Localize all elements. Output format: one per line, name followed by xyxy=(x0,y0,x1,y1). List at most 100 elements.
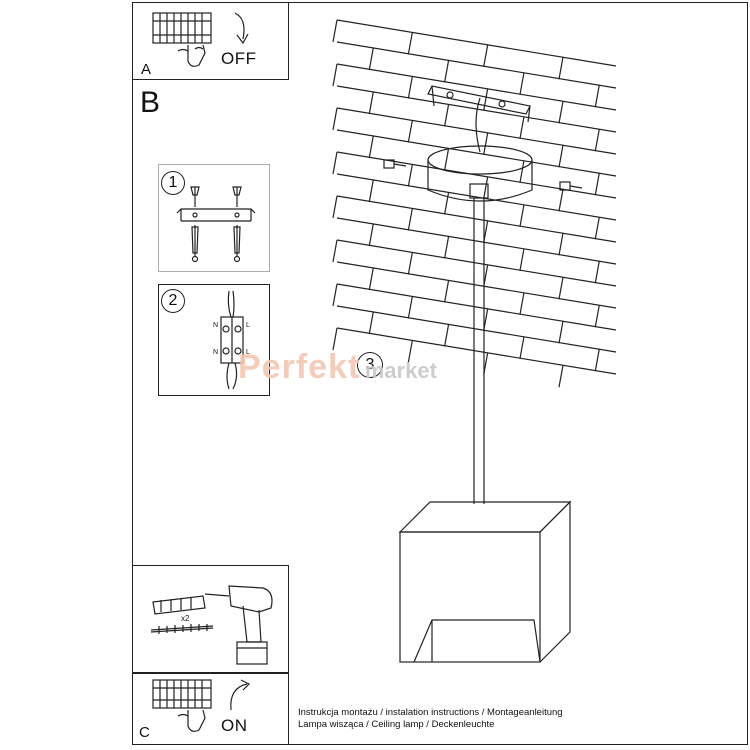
live-terminal-label-2: L xyxy=(246,349,250,356)
brick-course-line xyxy=(336,173,617,221)
tools-panel: x2 xyxy=(132,565,289,673)
brick-joint-line xyxy=(444,280,450,303)
brick-joint-line xyxy=(558,145,564,168)
panel-a-letter: A xyxy=(141,61,152,78)
brick-course-line xyxy=(336,217,617,265)
brick-course-line xyxy=(336,129,617,177)
brick-course-line xyxy=(336,19,617,67)
brick-course-line xyxy=(336,261,617,309)
brick-joint-line xyxy=(594,85,600,108)
brick-joint-line xyxy=(519,116,525,139)
brick-joint-line xyxy=(407,208,413,231)
brick-joint-line xyxy=(407,164,413,187)
brick-joint-line xyxy=(332,283,338,307)
brick-joint-line xyxy=(594,305,600,328)
power-off-label: OFF xyxy=(221,49,257,68)
brick-joint-line xyxy=(444,60,450,83)
quantity-label: x2 xyxy=(181,614,190,623)
instruction-caption: Instrukcja montażu / instalation instruc… xyxy=(298,707,563,731)
brick-joint-line xyxy=(444,192,450,215)
watermark: Perfekt market xyxy=(238,348,437,387)
step-1-badge: 1 xyxy=(161,171,185,195)
brick-joint-line xyxy=(483,44,489,67)
brick-joint-line xyxy=(558,321,564,344)
brick-joint-line xyxy=(519,72,525,95)
brick-joint-line xyxy=(332,19,338,43)
brick-course-line xyxy=(336,327,617,375)
power-on-label: ON xyxy=(221,716,248,735)
step-2-panel: 2 N L N L xyxy=(158,284,270,396)
watermark-suffix: market xyxy=(364,358,437,383)
caption-line-2: Lampa wisząca / Ceiling lamp / Deckenleu… xyxy=(298,719,495,730)
brick-course-line xyxy=(336,151,617,199)
breaker-panel-icon-on xyxy=(152,679,212,732)
dowels-and-screws-icon xyxy=(150,595,214,634)
brick-joint-line xyxy=(594,349,600,372)
brick-course-line xyxy=(336,283,617,331)
brick-joint-line xyxy=(519,248,525,271)
brick-joint-line xyxy=(407,340,413,363)
brick-joint-line xyxy=(594,173,600,196)
step-2-number: 2 xyxy=(168,292,178,309)
cube-lamp-shade xyxy=(398,500,572,663)
lamp-canopy xyxy=(427,145,533,202)
brick-course-line xyxy=(336,85,617,133)
diagram-frame xyxy=(132,2,748,745)
brick-joint-line xyxy=(407,296,413,319)
brick-joint-line xyxy=(558,57,564,80)
section-b-letter: B xyxy=(140,86,161,119)
brick-joint-line xyxy=(558,189,564,212)
brick-joint-line xyxy=(368,47,374,71)
ceiling-bracket-icon xyxy=(427,85,531,153)
brick-joint-line xyxy=(594,129,600,152)
panel-c-power-on: C ON xyxy=(132,673,289,745)
brick-joint-line xyxy=(519,204,525,227)
brick-joint-line xyxy=(558,233,564,256)
brick-course-line xyxy=(336,41,617,89)
caption-line-1: Instrukcja montażu / instalation instruc… xyxy=(298,707,563,718)
panel-c-letter: C xyxy=(139,724,150,741)
brick-joint-line xyxy=(368,311,374,335)
brick-joint-line xyxy=(368,135,374,159)
brick-joint-line xyxy=(483,88,489,111)
brick-course-line xyxy=(336,239,617,287)
brick-joint-line xyxy=(368,179,374,203)
brick-joint-line xyxy=(444,104,450,127)
brick-course-line xyxy=(336,305,617,353)
brick-joint-line xyxy=(407,76,413,99)
brick-joint-line xyxy=(444,236,450,259)
brick-joint-line xyxy=(407,252,413,275)
drill-icon xyxy=(204,585,273,665)
rotate-up-arrow-icon xyxy=(230,679,251,711)
brick-joint-line xyxy=(558,101,564,124)
step-1-number: 1 xyxy=(168,174,178,191)
brick-course-line xyxy=(336,195,617,243)
breaker-panel-icon xyxy=(152,12,212,67)
brick-joint-line xyxy=(483,132,489,155)
step-3-badge: 3 xyxy=(357,352,383,378)
step-2-badge: 2 xyxy=(161,289,185,313)
rotate-down-arrow-icon xyxy=(234,12,249,45)
brick-joint-line xyxy=(444,148,450,171)
brick-joint-line xyxy=(407,120,413,143)
brick-joint-line xyxy=(558,365,564,388)
brick-joint-line xyxy=(332,327,338,351)
brick-joint-line xyxy=(444,324,450,347)
brick-joint-line xyxy=(407,32,413,55)
brick-joint-line xyxy=(594,217,600,240)
brick-joint-line xyxy=(558,277,564,300)
brick-joint-line xyxy=(368,223,374,247)
live-terminal-label: L xyxy=(246,322,250,329)
brick-joint-line xyxy=(332,195,338,219)
neutral-terminal-label-2: N xyxy=(213,349,219,356)
brick-joint-line xyxy=(594,261,600,284)
lamp-suspension-rod xyxy=(473,198,485,504)
panel-a-power-off: A OFF xyxy=(132,2,289,80)
step-1-panel: 1 xyxy=(158,164,270,272)
wall-screw-icon xyxy=(383,159,583,191)
step-3-number: 3 xyxy=(365,356,375,373)
brick-joint-line xyxy=(368,267,374,291)
brick-joint-line xyxy=(368,91,374,115)
terminal-block-icon xyxy=(220,290,244,390)
brick-joint-line xyxy=(519,292,525,315)
